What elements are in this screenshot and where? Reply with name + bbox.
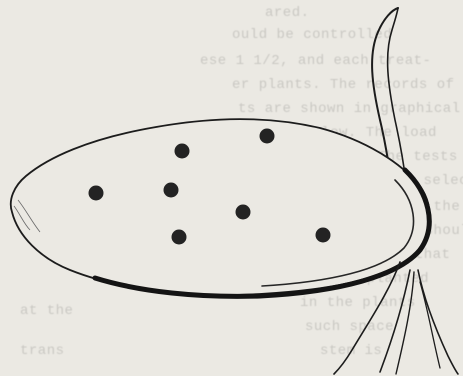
tuber-eye (316, 228, 331, 243)
root-middle (380, 270, 410, 372)
root-middle-2 (396, 272, 414, 374)
tuber-eye (175, 144, 190, 159)
tuber-eye (89, 186, 104, 201)
tuber-eye (172, 230, 187, 245)
tuber-eye (164, 183, 179, 198)
root-right-2 (420, 282, 440, 368)
tuber-eye (260, 129, 275, 144)
tuber-eye (236, 205, 251, 220)
